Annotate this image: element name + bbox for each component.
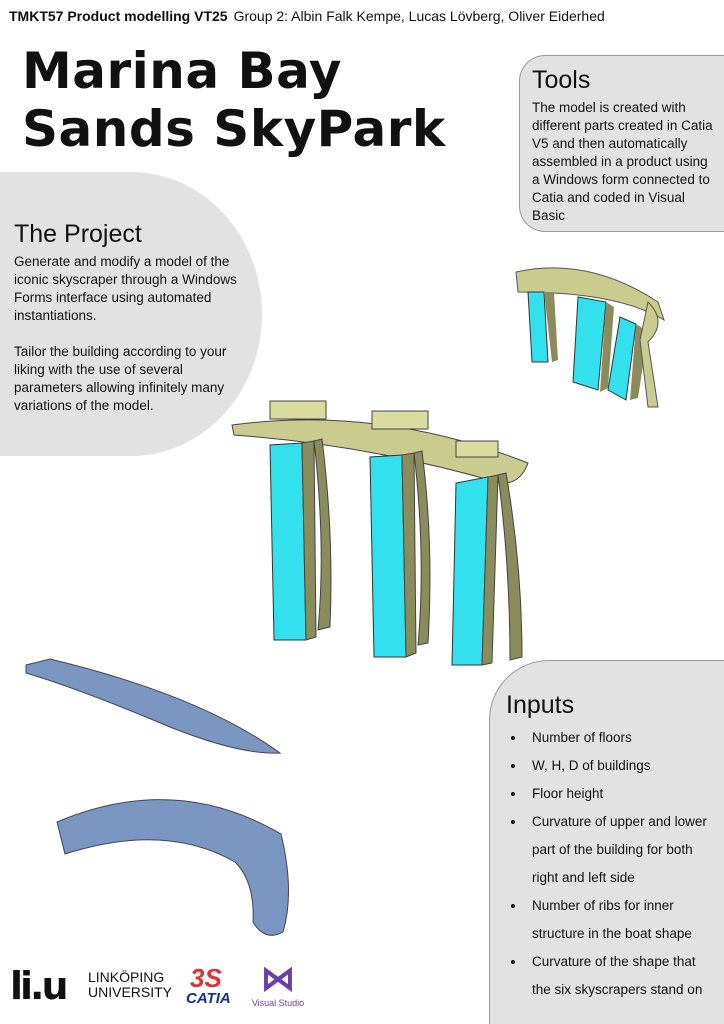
list-item: Number of floors	[526, 724, 718, 752]
project-paragraph-2: Tailor the building according to your li…	[14, 344, 227, 413]
boat-part-image	[25, 658, 282, 754]
group-members: Group 2: Albin Falk Kempe, Lucas Lövberg…	[233, 8, 605, 24]
base-curve-part-image	[56, 799, 290, 936]
inputs-heading: Inputs	[506, 691, 575, 719]
list-item: Number of ribs for inner structure in th…	[526, 892, 718, 948]
logos: li.u LINKÖPING UNIVERSITY 3S CATIA ⋈ Vis…	[10, 958, 310, 1018]
catia-logo-text: CATIA	[186, 990, 231, 1007]
project-heading: The Project	[14, 220, 142, 248]
header: TMKT57 Product modelling VT25 Group 2: Al…	[9, 8, 605, 24]
list-item: Curvature of the shape that the six skys…	[526, 948, 718, 1004]
course-title: TMKT57 Product modelling VT25	[9, 8, 228, 24]
title-line-2: Sands SkyPark	[22, 100, 446, 158]
list-item: Floor height	[526, 780, 718, 808]
liu-logo-text: LINKÖPING UNIVERSITY	[88, 969, 173, 1000]
visual-studio-logo-text: Visual Studio	[251, 998, 305, 1008]
tools-section: Tools The model is created with differen…	[519, 55, 724, 232]
list-item: W, H, D of buildings	[526, 752, 718, 780]
title-line-1: Marina Bay	[22, 42, 342, 100]
project-paragraph-1: Generate and modify a model of the iconi…	[14, 254, 237, 323]
model-3d-image	[231, 400, 529, 666]
tools-text: The model is created with different part…	[532, 100, 713, 223]
project-section: The Project Generate and modify a model …	[14, 220, 254, 415]
catia-logo: 3S CATIA	[178, 964, 248, 1006]
inputs-list: Number of floors W, H, D of buildings Fl…	[506, 724, 718, 1004]
visual-studio-logo: ⋈ Visual Studio	[248, 960, 308, 1008]
inputs-section: Inputs Number of floors W, H, D of build…	[489, 660, 724, 1024]
tools-heading: Tools	[532, 66, 591, 94]
model-side-view-image	[515, 267, 665, 408]
list-item: Curvature of upper and lower part of the…	[526, 808, 718, 892]
project-ellipse	[0, 172, 262, 456]
